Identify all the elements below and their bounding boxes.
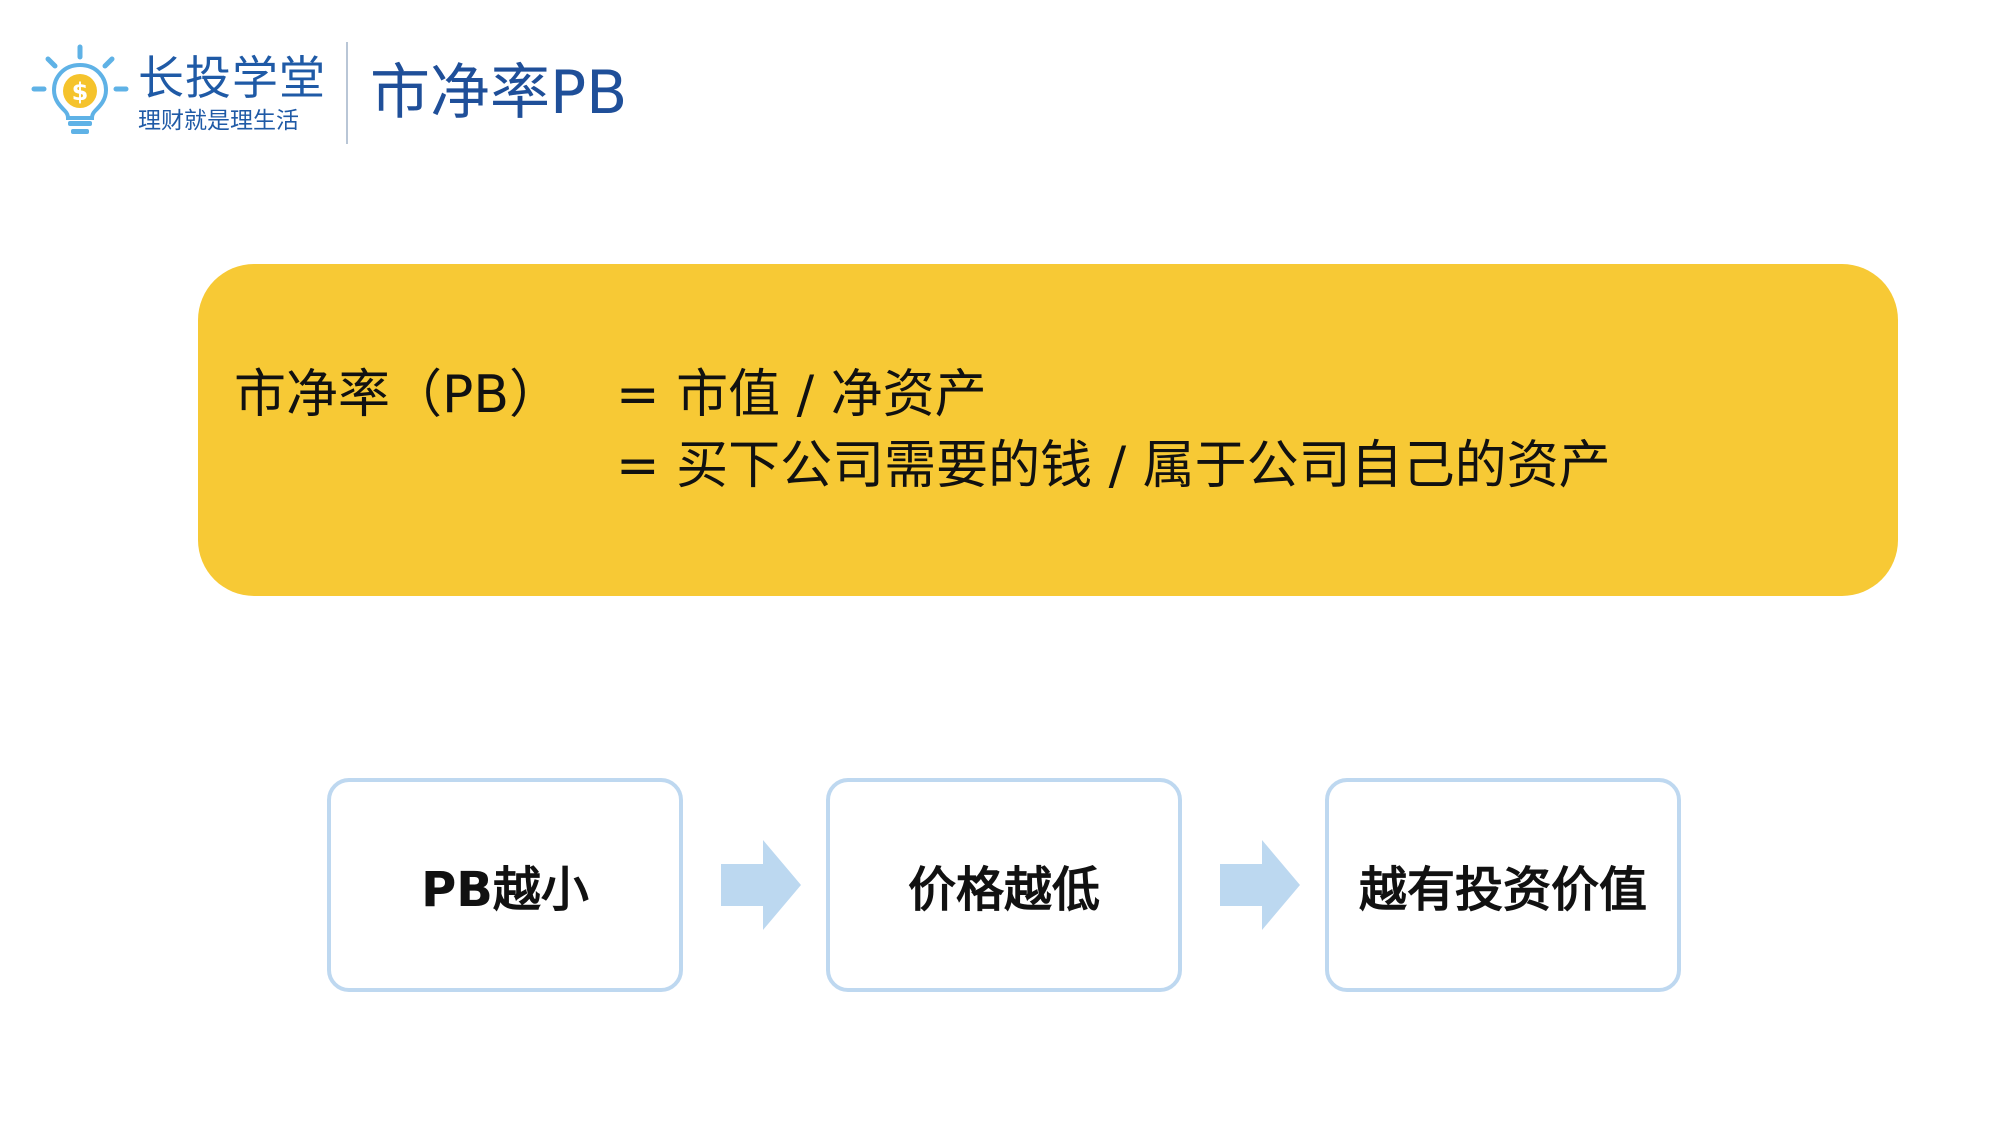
flow-step-1-label: PB越小: [421, 862, 589, 918]
logo-name: 长投学堂: [138, 51, 326, 105]
definition-box: 市净率（PB） = 市值 / 净资产 = 买下公司需要的钱 / 属于公司自己的资…: [198, 264, 1898, 596]
svg-text:$: $: [72, 78, 89, 106]
flow-step-3-label: 越有投资价值: [1358, 862, 1647, 918]
flow-step-1: PB越小: [327, 778, 683, 992]
flow-step-2-label: 价格越低: [907, 862, 1100, 918]
arrow-right-icon: [721, 840, 801, 930]
flow-step-3: 越有投资价值: [1325, 778, 1681, 992]
arrow-right-icon: [1220, 840, 1300, 930]
logo-text: 长投学堂 理财就是理生活: [138, 51, 326, 135]
definition-equation-1: = 市值 / 净资产: [616, 365, 987, 425]
header: $ 长投学堂 理财就是理生活 市净率PB: [30, 38, 627, 148]
flow-step-2: 价格越低: [826, 778, 1182, 992]
lightbulb-dollar-icon: $: [30, 43, 130, 143]
header-divider: [346, 42, 348, 144]
definition-term: 市净率（PB）: [234, 365, 562, 425]
definition-equation-2: = 买下公司需要的钱 / 属于公司自己的资产: [616, 436, 1611, 496]
page-title: 市净率PB: [370, 58, 628, 128]
logo-slogan: 理财就是理生活: [138, 108, 299, 134]
